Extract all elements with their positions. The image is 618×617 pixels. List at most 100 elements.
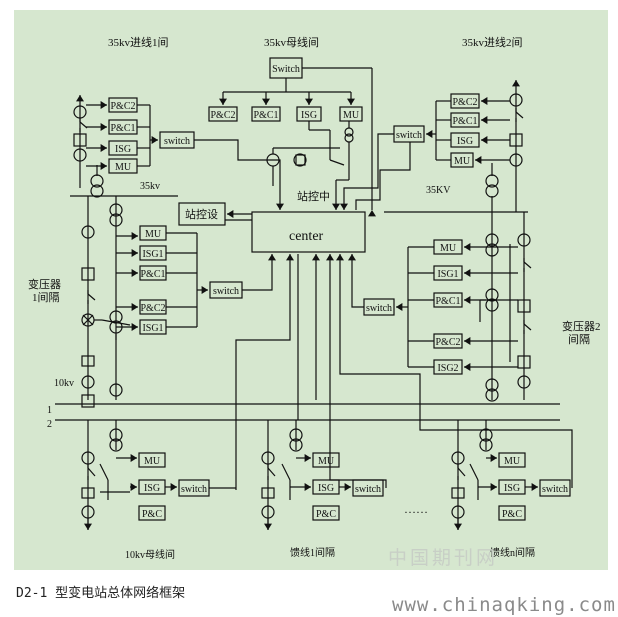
transformer-coil <box>485 388 499 402</box>
breaker-circle <box>81 375 95 389</box>
isg-10kv-bus-label: ISG <box>144 483 160 494</box>
switch-square <box>73 133 87 147</box>
isg-35kv-2-label: ISG <box>457 136 473 147</box>
symbols <box>73 93 531 519</box>
switch-transformer-1-box <box>209 281 243 299</box>
transformer-coil <box>90 184 104 198</box>
wire <box>281 463 291 481</box>
transformer-coil <box>289 438 303 452</box>
breaker-circle <box>261 451 275 465</box>
pc2-transformer-2-box <box>433 333 463 349</box>
arrowhead <box>481 136 488 144</box>
transformer-coil <box>109 428 123 442</box>
switch-transformer-2-box <box>363 298 395 316</box>
arrowhead <box>130 454 137 462</box>
mu-10kv-bus-box <box>138 452 166 468</box>
arrowhead <box>131 303 138 311</box>
bay-title-35kv-incoming-1: 35kv进线1间 <box>108 35 169 49</box>
pc-10kv-bus-box <box>138 505 166 521</box>
station-control-label: 站控中 <box>297 189 330 203</box>
breaker-circle <box>451 505 465 519</box>
bus-line-2-label: 2 <box>47 419 52 430</box>
isg-35kv-1-label: ISG <box>115 144 131 155</box>
arrowhead <box>347 98 355 105</box>
breaker-circle <box>509 93 523 107</box>
isg-35kv-2-box <box>450 132 480 148</box>
transformer-coil <box>109 203 123 217</box>
isg-feeder-1-box <box>312 479 340 495</box>
isg1-transformer-1-label: ISG1 <box>142 249 163 260</box>
center-label: center <box>289 229 324 244</box>
isg2-transformer-2-label: ISG2 <box>437 363 458 374</box>
breaker-circle <box>81 505 95 519</box>
mu-35kv-1-label: MU <box>115 162 132 173</box>
bus-label-35kv-left: 35kv <box>140 181 160 192</box>
arrowhead <box>286 254 294 261</box>
wire <box>194 139 281 210</box>
arrowhead <box>268 254 276 261</box>
isg1b-transformer-1-box <box>139 319 167 335</box>
arrowhead <box>304 483 311 491</box>
transformer-coil <box>109 213 123 227</box>
arrowhead <box>426 130 433 138</box>
arrowhead <box>131 232 138 240</box>
bus-line-1-label: 1 <box>47 405 52 416</box>
arrowhead <box>227 210 234 218</box>
breaker-circle <box>81 225 95 239</box>
incoming-arrow-2 <box>512 80 520 87</box>
isg1-transformer-2-label: ISG1 <box>437 269 458 280</box>
arrowhead <box>131 249 138 257</box>
arrowhead <box>170 483 177 491</box>
wire <box>523 261 532 269</box>
wire <box>351 254 364 308</box>
isg-feeder-n-label: ISG <box>504 483 520 494</box>
transformer-coil <box>485 243 499 257</box>
switch-35kv-bus-label: Switch <box>272 64 300 75</box>
pc1-transformer-1-label: P&C1 <box>140 269 165 280</box>
transformer-coil <box>485 378 499 392</box>
breaker-circle <box>293 153 307 167</box>
breaker-circle <box>517 375 531 389</box>
switch-square <box>261 487 275 499</box>
arrowhead <box>326 254 334 261</box>
breaker-circle <box>109 383 123 397</box>
arrowhead <box>100 123 107 131</box>
switch-square <box>81 487 95 499</box>
arrowhead <box>131 269 138 277</box>
breaker-circle <box>266 153 280 167</box>
switch-transformer-1-label: switch <box>213 286 239 297</box>
transformer-coil <box>485 233 499 247</box>
arrowhead <box>336 254 344 261</box>
wire <box>515 111 524 119</box>
isg-feeder-n-box <box>498 479 526 495</box>
arrowhead <box>481 97 488 105</box>
mu-feeder-1-box <box>312 452 340 468</box>
breaker-circle <box>517 233 531 247</box>
switch-10kv-bus-box <box>178 479 210 497</box>
switch-square <box>451 487 465 499</box>
switch-feeder-n-label: switch <box>542 484 568 495</box>
switch-35kv-2-box <box>393 125 425 143</box>
breaker-circle <box>344 127 354 137</box>
incoming-arrow <box>76 95 84 102</box>
transformer-coil <box>485 184 499 198</box>
arrowhead <box>100 162 107 170</box>
switch-square <box>517 355 531 369</box>
watermark-chinese: 中国期刊网 <box>388 547 499 569</box>
arrowhead <box>490 483 497 491</box>
wire <box>82 314 94 326</box>
figure-caption: D2-1 型变电站总体网络框架 <box>16 586 186 601</box>
mu-transformer-1-label: MU <box>145 229 162 240</box>
pc2-35kv-2-box <box>450 93 480 109</box>
arrowhead <box>131 323 138 331</box>
arrowhead <box>340 203 348 210</box>
switch-square <box>517 299 531 313</box>
switch-feeder-1-box <box>352 479 384 497</box>
station-device-box <box>178 202 226 226</box>
arrowhead <box>481 116 488 124</box>
breaker-circle <box>73 105 87 119</box>
arrowhead <box>332 203 340 210</box>
pc-feeder-n-box <box>498 505 526 521</box>
arrowhead <box>396 303 403 311</box>
